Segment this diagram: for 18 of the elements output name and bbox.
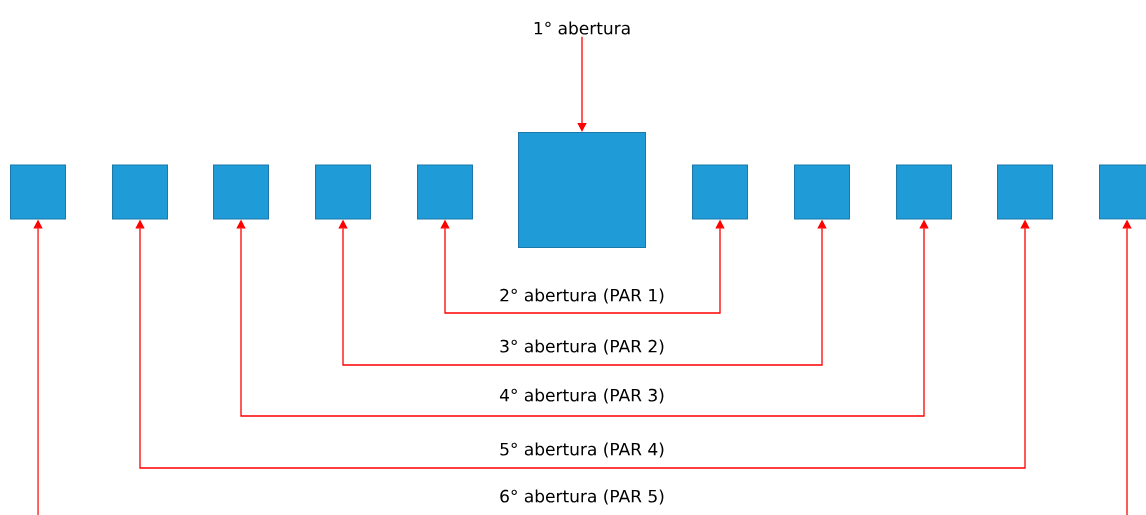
edge-label: 6° abertura (PAR 5) bbox=[498, 488, 666, 506]
square-box bbox=[997, 164, 1053, 220]
square-box bbox=[518, 132, 646, 248]
heading-text: 1° abertura bbox=[534, 21, 630, 35]
square-box bbox=[10, 164, 66, 220]
arrow bbox=[577, 36, 587, 132]
square-box bbox=[213, 164, 269, 220]
square-box bbox=[1099, 164, 1146, 220]
square-box bbox=[896, 164, 952, 220]
square-box bbox=[112, 164, 168, 220]
square-box bbox=[315, 164, 371, 220]
square-box bbox=[417, 164, 473, 220]
edge-label: 3° abertura (PAR 2) bbox=[498, 338, 666, 356]
edge-label: 4° abertura (PAR 3) bbox=[498, 387, 666, 405]
square-box bbox=[794, 164, 850, 220]
edge-label: 5° abertura (PAR 4) bbox=[498, 441, 666, 459]
edge-label: 2° abertura (PAR 1) bbox=[498, 287, 666, 305]
square-box bbox=[692, 164, 748, 220]
